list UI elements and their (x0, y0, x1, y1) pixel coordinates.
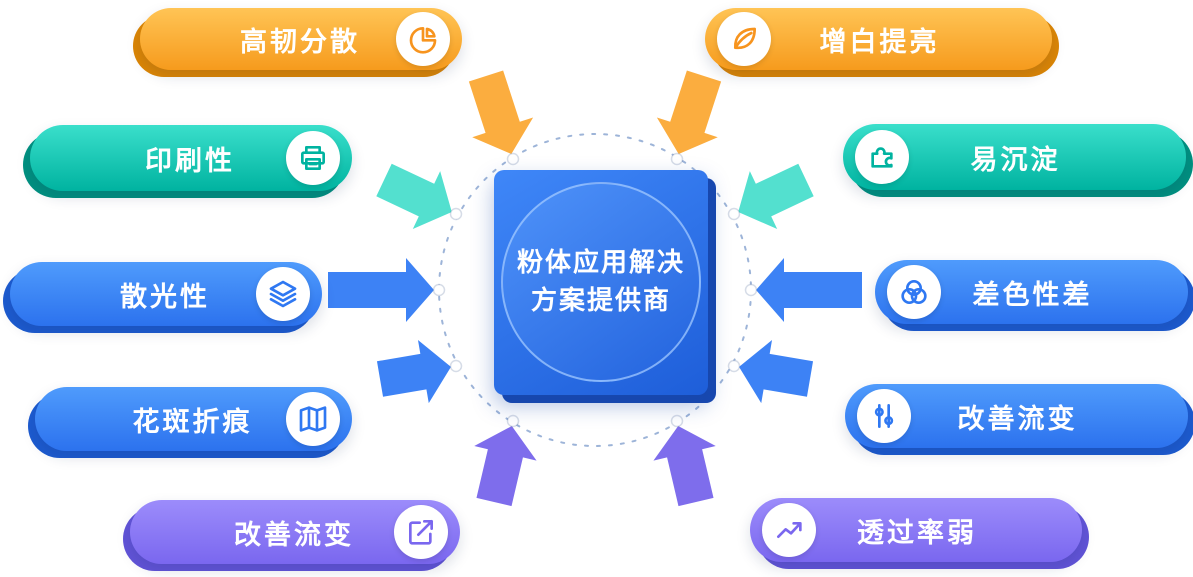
pill-label: 易沉淀 (970, 144, 1061, 175)
pill-right-3: 差色性差 (875, 260, 1193, 331)
center-badge: 粉体应用解决 方案提供商 (494, 170, 716, 403)
pill-right-2: 易沉淀 (843, 124, 1193, 197)
edit-arrow-icon (394, 505, 448, 559)
pill-body: 花斑折痕 (35, 387, 352, 451)
pill-body: 透过率弱 (750, 498, 1082, 562)
pill-label: 差色性差 (972, 279, 1093, 310)
connector-dot (449, 207, 463, 221)
layers-icon (256, 267, 310, 321)
pill-left-1: 高韧分散 (133, 8, 462, 77)
pill-right-4: 改善流变 (845, 384, 1193, 455)
pill-body: 高韧分散 (140, 8, 462, 70)
pill-body: 改善流变 (845, 384, 1188, 448)
arrow-mid-left (328, 258, 434, 322)
arrow-bottom-right (653, 426, 716, 507)
arrow-bottom-left (474, 426, 537, 507)
connector-dot (744, 283, 758, 297)
arrow-top-right (656, 70, 722, 154)
map-icon (286, 392, 340, 446)
connector-dot (506, 414, 520, 428)
pill-label: 高韧分散 (240, 26, 360, 57)
trend-chart-icon (762, 503, 816, 557)
pill-body: 散光性 (10, 262, 322, 326)
pill-left-5: 改善流变 (123, 500, 460, 571)
connector-dots (432, 152, 758, 428)
arrow-lower-left (376, 340, 451, 404)
pill-left-4: 花斑折痕 (28, 387, 352, 458)
puzzle-icon (855, 130, 909, 184)
arrow-upper-right (738, 163, 814, 230)
connector-dot (432, 283, 446, 297)
pill-left-2: 印刷性 (23, 125, 352, 198)
arrow-lower-right (739, 340, 814, 404)
pie-chart-icon (396, 12, 450, 66)
connector-dot (506, 152, 520, 166)
leaf-icon (717, 12, 771, 66)
pill-label: 改善流变 (234, 519, 354, 550)
arrow-upper-left (376, 163, 452, 230)
pill-body: 印刷性 (30, 125, 352, 191)
pill-label: 透过率弱 (857, 517, 977, 548)
pill-right-5: 透过率弱 (750, 498, 1089, 569)
connector-dot (449, 359, 463, 373)
pill-label: 印刷性 (145, 145, 235, 176)
pill-label: 散光性 (120, 281, 210, 312)
center-title-line2: 方案提供商 (530, 285, 671, 315)
pill-label: 改善流变 (957, 403, 1078, 434)
pill-label: 花斑折痕 (132, 406, 253, 437)
connector-dot (670, 152, 684, 166)
sliders-icon (857, 389, 911, 443)
center-badge-body: 粉体应用解决 方案提供商 (494, 170, 708, 395)
connector-dot (670, 414, 684, 428)
color-circles-icon (887, 265, 941, 319)
pill-body: 易沉淀 (843, 124, 1186, 190)
pill-right-1: 增白提亮 (705, 8, 1059, 77)
center-circle: 粉体应用解决 方案提供商 (501, 182, 701, 382)
center-title-line1: 粉体应用解决 (516, 247, 685, 278)
arrow-mid-right (756, 258, 862, 322)
pill-body: 改善流变 (130, 500, 460, 564)
printer-icon (286, 131, 340, 185)
pill-body: 增白提亮 (705, 8, 1052, 70)
pill-body: 差色性差 (875, 260, 1188, 324)
connector-dot (727, 207, 741, 221)
arrow-top-left (468, 70, 534, 154)
pill-left-3: 散光性 (3, 262, 322, 333)
pill-label: 增白提亮 (819, 26, 940, 57)
connector-dot (727, 359, 741, 373)
